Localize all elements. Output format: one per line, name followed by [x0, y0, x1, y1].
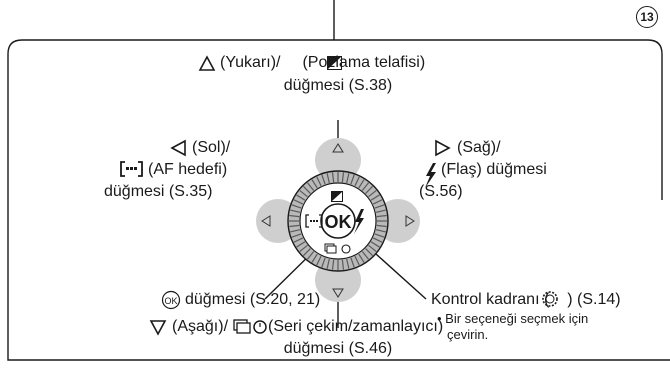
dial-ridge	[321, 174, 326, 185]
dial-ridge	[296, 194, 306, 201]
dial-ridge	[321, 257, 326, 268]
dial-ridge	[316, 255, 322, 266]
dial-ridge	[316, 176, 322, 187]
label-up: (Yukarı)/ (Pozlama telafisi)	[220, 53, 425, 73]
label-down: (Aşağı)/ (Seri çekim/zamanlayıcı)	[172, 317, 443, 337]
dial-ridge	[354, 176, 360, 187]
dial-ridge	[368, 244, 377, 253]
label-control-dial-bullet2: çevirin.	[447, 327, 489, 342]
dial-ridge	[350, 174, 355, 185]
dial-ridge	[290, 209, 301, 213]
dial-ridge	[346, 258, 350, 269]
dial-ridges	[289, 172, 387, 270]
label-ok: düğmesi (S.20, 21)	[185, 291, 321, 308]
dial-ridge	[346, 173, 350, 184]
dial-ridge	[375, 229, 386, 233]
dial-ridge	[306, 251, 315, 260]
dial-ridge	[299, 189, 308, 198]
svg-text:OK: OK	[164, 296, 177, 306]
dial-ridge	[299, 244, 308, 253]
dial-ridge	[365, 248, 374, 257]
dial-ridge	[291, 204, 302, 209]
label-up-extra: (Pozlama telafisi)	[302, 54, 426, 71]
dial-ridge	[293, 199, 304, 205]
af-target-label-icon	[120, 161, 143, 177]
dial-ridge	[326, 173, 330, 184]
dial-ridge	[341, 172, 345, 183]
label-control-dial-post: ) (S.14)	[567, 291, 621, 308]
label-up-line2: düğmesi (S.38)	[283, 77, 393, 94]
left-triangle-icon	[170, 139, 186, 157]
dial-ridge	[350, 257, 355, 268]
dial-ridge	[376, 214, 387, 218]
dial-ridge	[341, 259, 345, 270]
flash-label-icon	[425, 163, 436, 188]
dial-ridge	[370, 241, 380, 248]
dial-ridge	[361, 182, 370, 191]
ok-button-label: OK	[325, 212, 352, 232]
dial-ridge	[289, 214, 300, 218]
frame-top-connector	[8, 0, 434, 14]
ok-button	[320, 203, 356, 239]
drive-self-timer-label-icon	[233, 319, 267, 334]
dial-ridge	[306, 182, 315, 191]
up-triangle-icon	[198, 55, 216, 71]
label-control-dial: Kontrol kadranı ( ) (S.14)	[431, 290, 621, 310]
dial-ridge	[354, 255, 360, 266]
label-right-line3: (S.56)	[419, 183, 463, 200]
dial-ridge	[326, 258, 330, 269]
dial-ridge	[331, 172, 335, 183]
dial-ridge	[358, 179, 365, 189]
label-down-extra: (Seri çekim/zamanlayıcı)	[268, 318, 444, 335]
dial-ridge	[365, 185, 374, 194]
label-right-line2: (Flaş) düğmesi	[441, 161, 547, 178]
dial-ridge	[302, 248, 311, 257]
label-control-dial-pre: Kontrol kadranı (	[431, 291, 550, 308]
dial-ridge	[376, 224, 387, 228]
frame-outline	[7, 0, 670, 361]
label-control-dial-bullet: • Bir seçeneği seçmek için	[437, 311, 589, 326]
label-left-line3: düğmesi (S.35)	[104, 183, 213, 200]
dial-ridge	[291, 233, 302, 238]
dial-ridge	[331, 259, 335, 270]
down-triangle-icon	[149, 320, 167, 336]
label-up-name: (Yukarı)/	[220, 54, 281, 71]
dial-ridge	[361, 251, 370, 260]
label-down-name: (Aşağı)/	[172, 318, 229, 335]
dial-ridge	[311, 179, 318, 189]
dial-ridge	[358, 253, 365, 263]
label-down-line2: düğmesi (S.46)	[283, 340, 393, 357]
dial-ridge	[293, 237, 304, 243]
dial-ridge	[372, 199, 383, 205]
exposure-comp-icon	[331, 191, 343, 202]
label-left-line2: (AF hedefi)	[148, 161, 228, 178]
label-right-line1: (Sağ)/	[457, 139, 501, 156]
dial-ridge	[374, 233, 385, 238]
dial-ridge	[370, 194, 380, 201]
dial-ridge	[374, 204, 385, 209]
dial-ridge	[368, 189, 377, 198]
control-dial-label-icon	[542, 291, 558, 307]
label-left-line1: (Sol)/	[192, 139, 231, 156]
dial-ridge	[290, 229, 301, 233]
drive-self-timer-icon	[324, 243, 351, 254]
dial-ridge	[289, 224, 300, 228]
right-triangle-icon	[435, 139, 451, 157]
exposure-comp-label-icon	[327, 56, 342, 70]
arrow-pad-up	[315, 138, 361, 182]
page-number: 13	[636, 6, 658, 28]
dial-ridge	[296, 241, 306, 248]
dial-ridge	[311, 253, 318, 263]
dial-ridge	[302, 185, 311, 194]
dial-ridge	[375, 209, 386, 213]
dial-ridge	[372, 237, 383, 243]
af-target-icon	[305, 214, 323, 228]
ok-label-icon: OK	[161, 290, 181, 310]
flash-icon	[354, 209, 364, 234]
